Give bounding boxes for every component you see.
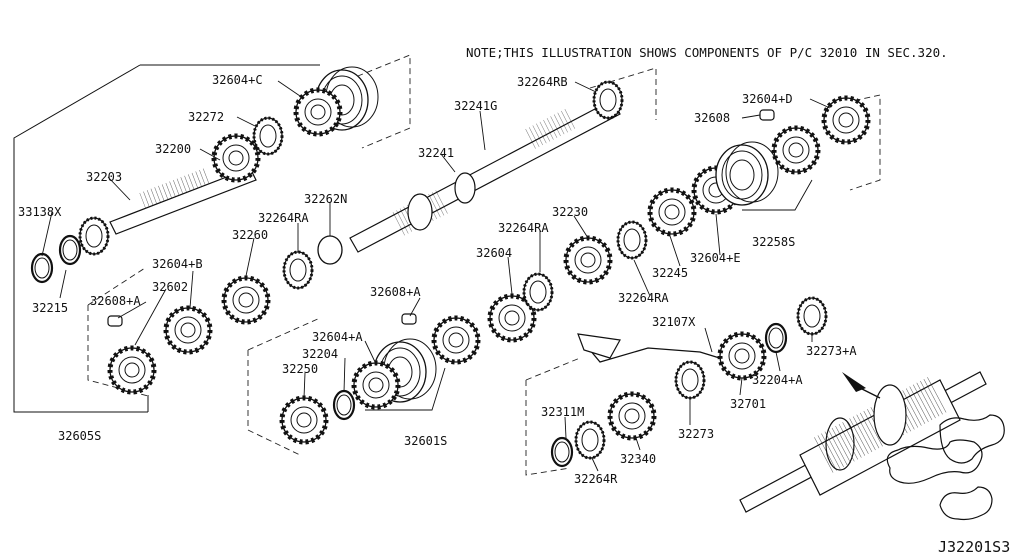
part-label: 32604+B bbox=[152, 257, 203, 271]
part-label: 32604+C bbox=[212, 73, 263, 87]
part-label: 32273 bbox=[678, 427, 714, 441]
part-label: 32701 bbox=[730, 397, 766, 411]
shaft-32241 bbox=[349, 99, 621, 253]
part-label: 32204+A bbox=[752, 373, 803, 387]
part-label: 32608 bbox=[694, 111, 730, 125]
part-label: 32604+E bbox=[690, 251, 741, 265]
part-label: 32204 bbox=[302, 347, 338, 361]
part-label: 32604 bbox=[476, 246, 512, 260]
part-label: 32272 bbox=[188, 110, 224, 124]
part-label: 32264RB bbox=[517, 75, 568, 89]
part-label: 32260 bbox=[232, 228, 268, 242]
part-label: 32604+D bbox=[742, 92, 793, 106]
main-shaft-32200 bbox=[109, 136, 258, 235]
part-label: 33138X bbox=[18, 205, 62, 219]
part-label: 32250 bbox=[282, 362, 318, 376]
part-label: 32264RA bbox=[498, 221, 549, 235]
part-label: 32340 bbox=[620, 452, 656, 466]
part-label: 32241G bbox=[454, 99, 497, 113]
part-label: 32230 bbox=[552, 205, 588, 219]
part-label: 32264RA bbox=[618, 291, 669, 305]
note-text: NOTE;THIS ILLUSTRATION SHOWS COMPONENTS … bbox=[466, 45, 948, 60]
part-label: 32203 bbox=[86, 170, 122, 184]
part-label: 32311M bbox=[541, 405, 584, 419]
gear-set-center bbox=[282, 141, 779, 442]
part-label: 32215 bbox=[32, 301, 68, 315]
part-label: 32601S bbox=[404, 434, 447, 448]
part-label: 32608+A bbox=[370, 285, 421, 299]
reference-code: J32201S3 bbox=[938, 538, 1010, 556]
part-label: 32273+A bbox=[806, 344, 857, 358]
assembly-bracket bbox=[13, 64, 320, 413]
part-label: 32241 bbox=[418, 146, 454, 160]
part-label: 32264R bbox=[574, 472, 618, 486]
part-label: 32107X bbox=[652, 315, 696, 329]
part-label: 32608+A bbox=[90, 294, 141, 308]
snap-rings bbox=[886, 414, 1005, 521]
part-label: 32602 bbox=[152, 280, 188, 294]
part-label: 32604+A bbox=[312, 330, 363, 344]
part-label: 32605S bbox=[58, 429, 101, 443]
gear-set-lower-right bbox=[550, 296, 828, 468]
assembled-shaft bbox=[739, 371, 987, 513]
part-label: 32200 bbox=[155, 142, 191, 156]
part-label: 32264RA bbox=[258, 211, 309, 225]
part-label: 32258S bbox=[752, 235, 795, 249]
leader-lines bbox=[41, 80, 831, 472]
part-labels: 32604+C 32272 32200 32203 33138X 32215 3… bbox=[18, 73, 857, 486]
part-label: 32245 bbox=[652, 266, 688, 280]
part-label: 32262N bbox=[304, 192, 347, 206]
